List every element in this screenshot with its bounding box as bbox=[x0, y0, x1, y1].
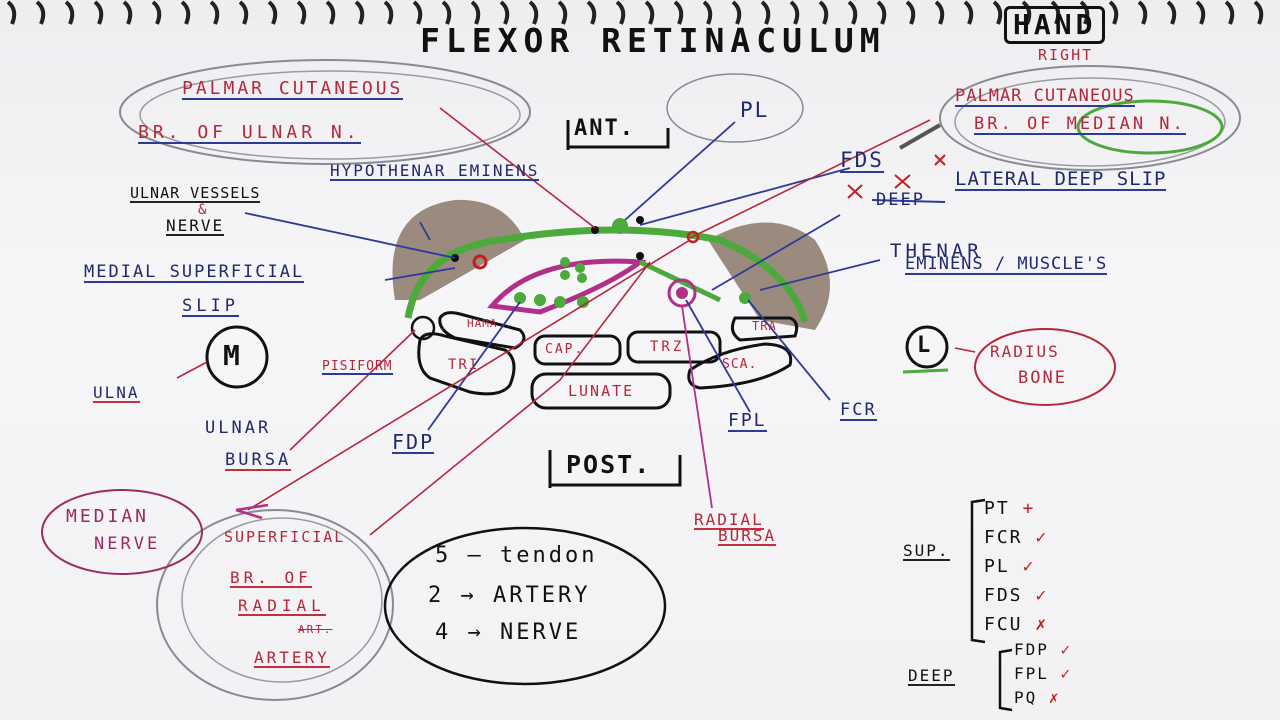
plus-icon: + bbox=[1010, 498, 1036, 519]
ulnar-vessels-amp: & bbox=[198, 203, 208, 217]
sup-radial-line2: BR. OF bbox=[230, 570, 312, 588]
sup-radial-line3: RADIAL bbox=[238, 598, 326, 616]
cross-icon: ✗ bbox=[1037, 688, 1060, 707]
medial-slip-line1: MEDIAL SUPERFICIAL bbox=[84, 264, 304, 283]
summary-line1: 5 – tendon bbox=[435, 545, 597, 567]
bone-pisiform: PISIFORM bbox=[322, 360, 393, 375]
muscle-item: FDP ✓ bbox=[1014, 642, 1072, 658]
sup-radial-line5: ARTERY bbox=[254, 650, 330, 668]
pl-label: PL bbox=[740, 100, 769, 121]
medial-slip-line2: SLIP bbox=[182, 298, 239, 317]
fpl-tendon bbox=[676, 287, 688, 299]
radius-line1: RADIUS bbox=[990, 344, 1060, 360]
muscle-item: PQ ✗ bbox=[1014, 690, 1061, 706]
muscle-name: PQ bbox=[1014, 688, 1037, 707]
muscle-item: PT + bbox=[984, 500, 1035, 518]
median-nerve-line2: NERVE bbox=[94, 536, 160, 553]
thenar-line2: EMINENS / MUSCLE'S bbox=[905, 256, 1107, 275]
deep-brace bbox=[1000, 650, 1012, 710]
radial-bursa-line2: BURSA bbox=[718, 528, 776, 546]
check-icon: ✓ bbox=[1023, 527, 1049, 548]
ellipse-pl bbox=[667, 74, 803, 142]
muscle-name: PT bbox=[984, 498, 1010, 519]
ellipse-radius-bone bbox=[975, 329, 1115, 405]
ant-label: ANT. bbox=[574, 118, 635, 140]
bone-triquetrum: TRI bbox=[448, 358, 479, 372]
muscle-item: FCR ✓ bbox=[984, 529, 1048, 547]
bone-hamate: HAMA bbox=[467, 318, 498, 329]
median-nerve-dot bbox=[636, 252, 644, 260]
l-label: L bbox=[917, 335, 930, 357]
muscle-item: FCU ✗ bbox=[984, 616, 1048, 634]
bone-trapezium: TRA bbox=[752, 320, 777, 332]
check-icon: ✓ bbox=[1010, 556, 1036, 577]
palmar-median-line2: BR. OF MEDIAN N. bbox=[974, 116, 1186, 135]
check-icon: ✓ bbox=[1049, 640, 1072, 659]
check-icon: ✓ bbox=[1023, 585, 1049, 606]
page-title: FLEXOR RETINACULUM bbox=[420, 24, 886, 57]
bone-scaphoid: SCA. bbox=[722, 358, 757, 371]
ulnar-bursa-line2: BURSA bbox=[225, 452, 291, 471]
muscle-name: FPL bbox=[1014, 664, 1049, 683]
sup-radial-line1: SUPERFICIAL bbox=[224, 530, 345, 545]
summary-line3: 4 → NERVE bbox=[435, 622, 581, 644]
right-label: RIGHT bbox=[1038, 48, 1093, 63]
summary-line2: 2 → ARTERY bbox=[428, 585, 590, 607]
ulnar-bursa-line1: ULNAR bbox=[205, 420, 271, 437]
muscle-name: FDS bbox=[984, 585, 1023, 606]
deep-struck-label: DEEP bbox=[876, 192, 925, 209]
sup-radial-line4: ART. bbox=[298, 624, 333, 635]
ellipse-median-nerve bbox=[42, 490, 202, 574]
median-pointer bbox=[900, 125, 940, 148]
m-label: M bbox=[223, 342, 240, 370]
fds-label: FDS bbox=[840, 150, 884, 173]
radius-line2: BONE bbox=[1018, 370, 1067, 387]
bone-lunate: LUNATE bbox=[568, 384, 634, 399]
bone-trapezoid: TRZ. bbox=[650, 340, 696, 354]
muscle-item: FPL ✓ bbox=[1014, 666, 1072, 682]
ulna-label: ULNA bbox=[93, 385, 140, 403]
check-icon: ✓ bbox=[1049, 664, 1072, 683]
muscle-name: PL bbox=[984, 556, 1010, 577]
lateral-slip-label: LATERAL DEEP SLIP bbox=[955, 170, 1166, 191]
palmar-ulnar-line2: BR. OF ULNAR N. bbox=[138, 124, 361, 144]
palmar-cut-median-dot bbox=[636, 216, 644, 224]
fcr-label: FCR bbox=[840, 402, 877, 421]
ulnar-vessels-line1: ULNAR VESSELS bbox=[130, 186, 260, 203]
muscle-name: FCU bbox=[984, 614, 1023, 635]
muscle-name: FDP bbox=[1014, 640, 1049, 659]
fpl-label: FPL bbox=[728, 412, 767, 432]
muscle-item: PL ✓ bbox=[984, 558, 1035, 576]
fdp-label: FDP bbox=[392, 432, 434, 454]
post-label: POST. bbox=[566, 452, 651, 477]
ulnar-vessels-line2: NERVE bbox=[166, 218, 224, 236]
bone-capitate: CAP. bbox=[545, 343, 584, 356]
l-underline bbox=[903, 370, 948, 372]
cross-icon: ✗ bbox=[1023, 614, 1049, 635]
ellipse-palmar-ulnar bbox=[120, 60, 530, 164]
palmar-median-line1: PALMAR CUTANEOUS bbox=[955, 88, 1135, 107]
muscle-name: FCR bbox=[984, 527, 1023, 548]
muscle-item: FDS ✓ bbox=[984, 587, 1048, 605]
median-nerve-line1: MEDIAN bbox=[66, 508, 149, 526]
sup-label: SUP. bbox=[903, 543, 950, 561]
deep-label: DEEP bbox=[908, 668, 955, 686]
hand-label: HAND bbox=[1004, 6, 1105, 44]
hypothenar-label: HYPOTHENAR EMINENS bbox=[330, 163, 539, 181]
palmar-ulnar-line1: PALMAR CUTANEOUS bbox=[182, 80, 403, 100]
